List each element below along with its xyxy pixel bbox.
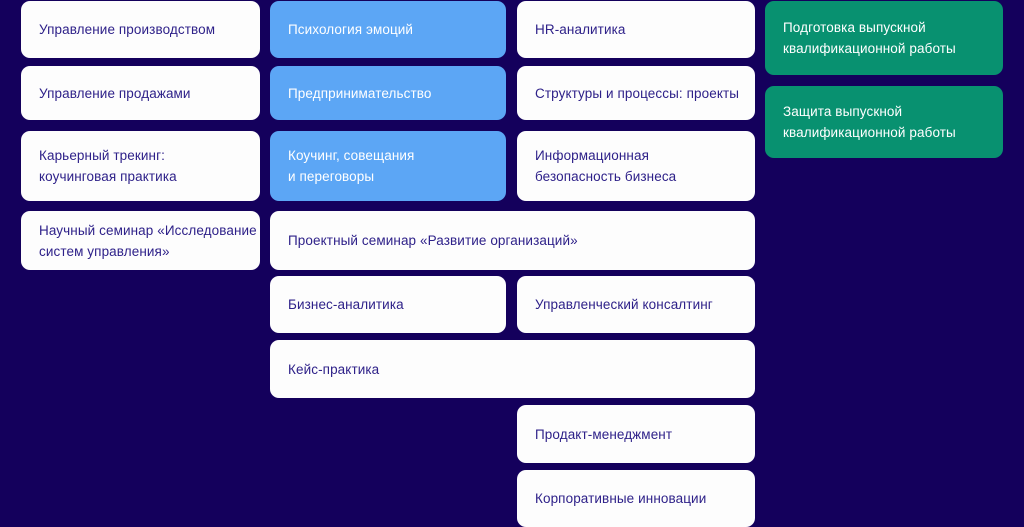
course-card-zashchita-vkr[interactable]: Защита выпускной квалификационной работы: [765, 86, 1003, 158]
course-card-label: и переговоры: [288, 169, 375, 184]
course-card-predprinimatelstvo[interactable]: Предпринимательство: [270, 66, 506, 120]
course-card-label: Карьерный трекинг:: [39, 148, 165, 163]
course-card-upravlencheskiy-konsalting[interactable]: Управленческий консалтинг: [517, 276, 755, 333]
course-card-proektnyy-seminar[interactable]: Проектный семинар «Развитие организаций»: [270, 211, 755, 270]
course-card-label: Продакт-менеджмент: [535, 426, 673, 442]
course-card-label: квалификационной работы: [783, 41, 956, 56]
course-card-label: систем управления»: [39, 243, 170, 259]
course-card-psihologiya-emociy[interactable]: Психология эмоций: [270, 1, 506, 58]
course-card-label: Психология эмоций: [288, 22, 414, 37]
course-card-upravlenie-proizvodstvom[interactable]: Управление производством: [21, 1, 260, 58]
course-card-keys-praktika[interactable]: Кейс-практика: [270, 340, 755, 398]
course-card-struktury-i-processy-proekty[interactable]: Структуры и процессы: проекты: [517, 66, 755, 120]
course-card-label: безопасность бизнеса: [535, 169, 677, 184]
course-card-hr-analitika[interactable]: HR-аналитика: [517, 1, 755, 58]
course-card-upravlenie-prodazhami[interactable]: Управление продажами: [21, 66, 260, 120]
course-card-label: квалификационной работы: [783, 125, 956, 140]
course-card-nauchnyy-seminar[interactable]: Научный семинар «Исследование систем упра…: [21, 211, 260, 270]
course-card-prodakt-menedzhment[interactable]: Продакт-менеджмент: [517, 405, 755, 463]
course-card-label: Научный семинар «Исследование: [39, 222, 257, 238]
course-card-label: Корпоративные инновации: [535, 491, 707, 506]
course-card-label: Проектный семинар «Развитие организаций»: [288, 233, 578, 248]
course-card-label: Защита выпускной: [783, 104, 903, 119]
course-card-label: коучинговая практика: [39, 169, 177, 184]
course-card-label: Коучинг, совещания: [288, 148, 415, 163]
course-card-korporativnye-innovacii[interactable]: Корпоративные инновации: [517, 470, 755, 527]
course-card-karernyy-treking[interactable]: Карьерный трекинг: коучинговая практика: [21, 131, 260, 201]
course-card-label: Кейс-практика: [288, 361, 380, 377]
course-card-label: Информационная: [535, 148, 649, 163]
course-card-label: Предпринимательство: [288, 85, 432, 101]
course-card-label: Управление продажами: [39, 85, 191, 101]
course-card-kouching-soveshchaniya[interactable]: Коучинг, совещания и переговоры: [270, 131, 506, 201]
course-card-label: Управление производством: [39, 22, 216, 37]
course-card-biznes-analitika[interactable]: Бизнес-аналитика: [270, 276, 506, 333]
course-card-label: Управленческий консалтинг: [535, 297, 713, 312]
course-card-podgotovka-vkr[interactable]: Подготовка выпускной квалификационной раб…: [765, 1, 1003, 75]
course-card-label: Бизнес-аналитика: [288, 297, 404, 312]
course-card-label: Структуры и процессы: проекты: [535, 85, 740, 101]
course-card-label: Подготовка выпускной: [783, 20, 926, 35]
course-card-informacionnaya-bezopasnost[interactable]: Информационная безопасность бизнеса: [517, 131, 755, 201]
course-card-label: HR-аналитика: [535, 22, 626, 37]
